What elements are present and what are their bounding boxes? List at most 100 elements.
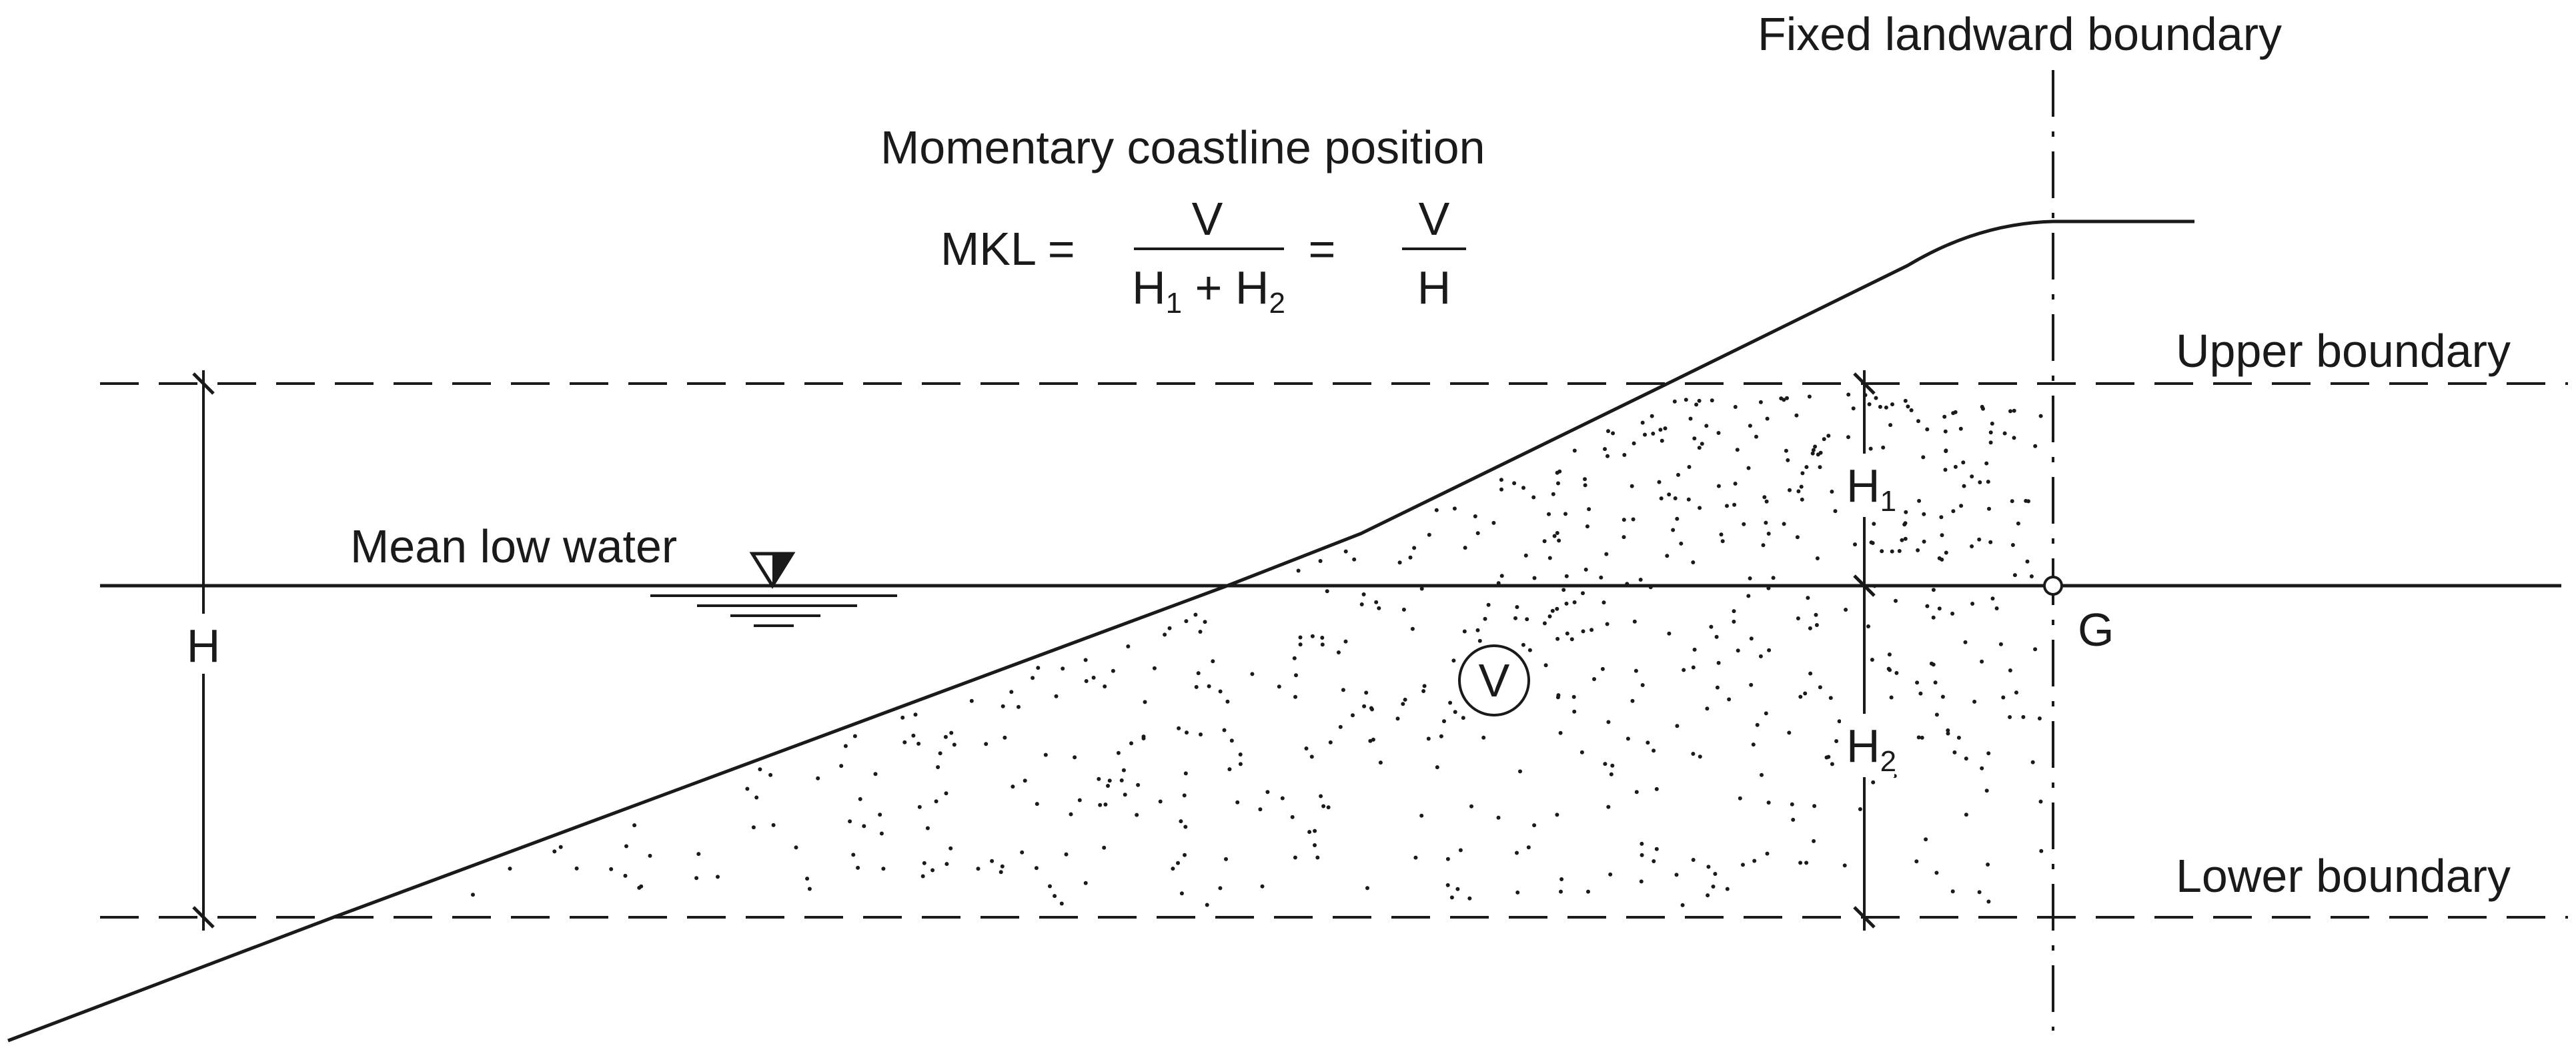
- stipple-dot: [1442, 719, 1446, 724]
- stipple-dot: [1449, 895, 1454, 900]
- stipple-dot: [1639, 879, 1644, 884]
- stipple-dot: [1951, 509, 1956, 514]
- stipple-dot: [508, 867, 512, 871]
- stipple-dot: [1902, 522, 1907, 527]
- stipple-dot: [1235, 800, 1240, 805]
- stipple-dot: [1083, 658, 1088, 662]
- stipple-dot: [851, 853, 856, 857]
- stipple-dot: [1746, 466, 1751, 470]
- stipple-dot: [1581, 629, 1585, 634]
- stipple-dot: [1558, 730, 1563, 735]
- stipple-dot: [1069, 812, 1073, 817]
- stipple-dot: [1691, 560, 1696, 564]
- stipple-dot: [754, 795, 759, 800]
- stipple-dot: [1603, 447, 1607, 452]
- stipple-dot: [1250, 672, 1255, 676]
- stipple-dot: [1705, 706, 1710, 711]
- stipple-dot: [1800, 497, 1804, 502]
- stipple-dot: [1292, 656, 1297, 660]
- stipple-dot: [1555, 636, 1560, 641]
- stipple-dot: [1136, 782, 1141, 787]
- stipple-dot: [1499, 574, 1504, 578]
- stipple-dot: [1634, 668, 1638, 673]
- stipple-dot: [1732, 502, 1737, 507]
- stipple-dot: [1422, 684, 1427, 688]
- stipple-dot: [1937, 606, 1942, 611]
- stipple-dot: [1667, 492, 1672, 497]
- stipple-dot: [1953, 464, 1958, 469]
- stipple-dot: [1434, 508, 1439, 512]
- stipple-dot: [1608, 872, 1613, 877]
- stipple-dot: [1658, 428, 1663, 432]
- stipple-dot: [1988, 430, 1993, 435]
- stipple-dot: [1871, 780, 1876, 784]
- stipple-dot: [1796, 616, 1800, 620]
- stipple-dot: [1970, 602, 1975, 606]
- stipple-dot: [1810, 451, 1815, 456]
- stipple-dot: [1293, 855, 1297, 860]
- stipple-dot: [948, 846, 953, 851]
- stipple-dot: [1815, 556, 1820, 560]
- stipple-dot: [1675, 724, 1680, 728]
- stipple-dot: [1925, 604, 1930, 608]
- stipple-dot: [1035, 802, 1039, 807]
- stipple-dot: [881, 867, 886, 871]
- stipple-dot: [1686, 497, 1691, 502]
- stipple-dot: [1931, 588, 1936, 592]
- stipple-dot: [1163, 632, 1167, 637]
- stipple-dot: [1143, 700, 1147, 704]
- stipple-dot: [1958, 426, 1963, 431]
- stipple-dot: [1762, 495, 1767, 500]
- stipple-dot: [916, 741, 921, 746]
- stipple-dot: [900, 715, 905, 720]
- stipple-dot: [1824, 755, 1829, 760]
- stipple-dot: [1462, 629, 1467, 634]
- stipple-dot: [1499, 487, 1503, 492]
- stipple-dot: [1515, 851, 1519, 855]
- stipple-dot: [1622, 518, 1626, 522]
- stipple-dot: [843, 744, 848, 748]
- stipple-dot: [1152, 666, 1157, 670]
- stipple-dot: [1632, 441, 1636, 446]
- stipple-dot: [1238, 762, 1243, 766]
- stipple-dot: [1606, 805, 1611, 809]
- stipple-dot: [2008, 409, 2012, 414]
- stipple-dot: [1359, 602, 1364, 606]
- stipple-dot: [1559, 877, 1564, 881]
- stipple-dot: [1888, 668, 1892, 672]
- stipple-dot: [1925, 427, 1930, 432]
- stipple-dot: [1135, 813, 1139, 817]
- stipple-dot: [1942, 414, 1947, 419]
- stipple-dot: [1318, 559, 1323, 563]
- stipple-dot: [879, 831, 884, 836]
- stipple-dot: [1813, 444, 1818, 449]
- stipple-dot: [1980, 766, 1984, 770]
- upper-boundary-label: Upper boundary: [2176, 325, 2511, 377]
- stipple-dot: [1800, 471, 1805, 476]
- stipple-dot: [1343, 639, 1348, 644]
- stipple-dot: [1959, 504, 1964, 508]
- stipple-dot: [1307, 830, 1312, 835]
- point-g-marker: [2043, 576, 2063, 596]
- stipple-dot: [922, 861, 926, 865]
- stipple-dot: [1542, 621, 1547, 626]
- stipple-dot: [1803, 691, 1808, 696]
- stipple-dot: [1766, 532, 1771, 536]
- stipple-dot: [1659, 496, 1664, 501]
- stipple-dot: [623, 873, 628, 878]
- stipple-dot: [1946, 731, 1950, 736]
- stipple-dot: [1939, 515, 1944, 520]
- stipple-dot: [1461, 716, 1465, 720]
- stipple-dot: [1988, 540, 1993, 544]
- stipple-dot: [471, 893, 475, 897]
- stipple-dot: [934, 799, 938, 804]
- stipple-dot: [1735, 448, 1740, 452]
- stipple-dot: [1654, 847, 1659, 851]
- stipple-dot: [745, 786, 750, 791]
- fixed-landward-boundary-label: Fixed landward boundary: [1758, 8, 2282, 60]
- stipple-dot: [2033, 444, 2038, 448]
- stipple-dot: [1830, 762, 1834, 766]
- stipple-dot: [1771, 576, 1776, 580]
- stipple-dot: [1571, 694, 1576, 699]
- stipple-dot: [1321, 804, 1326, 809]
